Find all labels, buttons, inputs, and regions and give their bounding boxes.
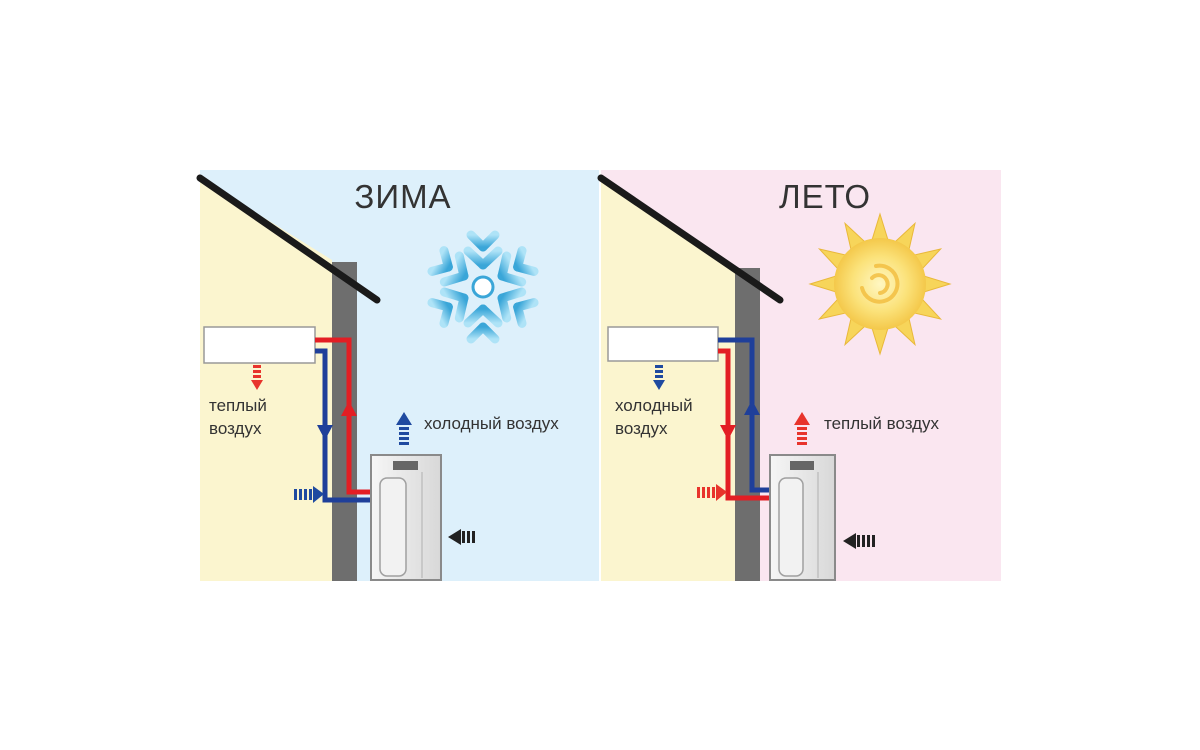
summer-cold-pipe-arrow-up (744, 400, 760, 415)
winter-intake-arrow-black (448, 529, 475, 545)
winter-roof (196, 174, 381, 304)
winter-indoor-label-line-1: теплый (209, 396, 267, 415)
summer-title: ЛЕТО (779, 178, 871, 215)
winter-house-wall (200, 178, 332, 581)
winter-outdoor-label: холодный воздух (424, 414, 559, 433)
summer-warm-air-arrow (794, 412, 810, 445)
summer-house-wall (601, 178, 735, 581)
winter-intake-arrow-blue (294, 486, 324, 503)
summer-panel: ЛЕТО (597, 170, 1001, 581)
summer-roof (597, 174, 784, 304)
winter-wall-section (332, 262, 357, 581)
snowflake-icon (425, 224, 540, 345)
winter-title: ЗИМА (354, 178, 451, 215)
summer-hot-pipe (718, 348, 770, 501)
summer-indoor-label-line-2: воздух (615, 419, 668, 438)
winter-indoor-label-line-2: воздух (209, 419, 262, 438)
summer-indoor-label-line-1: холодный (615, 396, 693, 415)
sun-icon (808, 212, 952, 356)
summer-intake-arrow-red (697, 484, 727, 501)
summer-hot-pipe-arrow-down (720, 425, 736, 440)
winter-panel: ЗИМА (196, 170, 599, 581)
summer-intake-arrow-black (843, 533, 875, 549)
winter-warm-air-arrow (251, 365, 263, 390)
winter-indoor-unit (203, 326, 316, 364)
summer-indoor-unit (607, 326, 719, 362)
winter-cold-air-arrow (396, 412, 412, 445)
winter-cold-pipe-arrow-down (317, 425, 333, 440)
summer-wall-section (735, 268, 760, 581)
winter-hot-pipe-arrow-up (341, 401, 357, 416)
winter-outdoor-unit (370, 454, 442, 581)
summer-outdoor-label: теплый воздух (824, 414, 940, 433)
summer-outdoor-unit (769, 454, 836, 581)
summer-cool-air-arrow (653, 365, 665, 390)
